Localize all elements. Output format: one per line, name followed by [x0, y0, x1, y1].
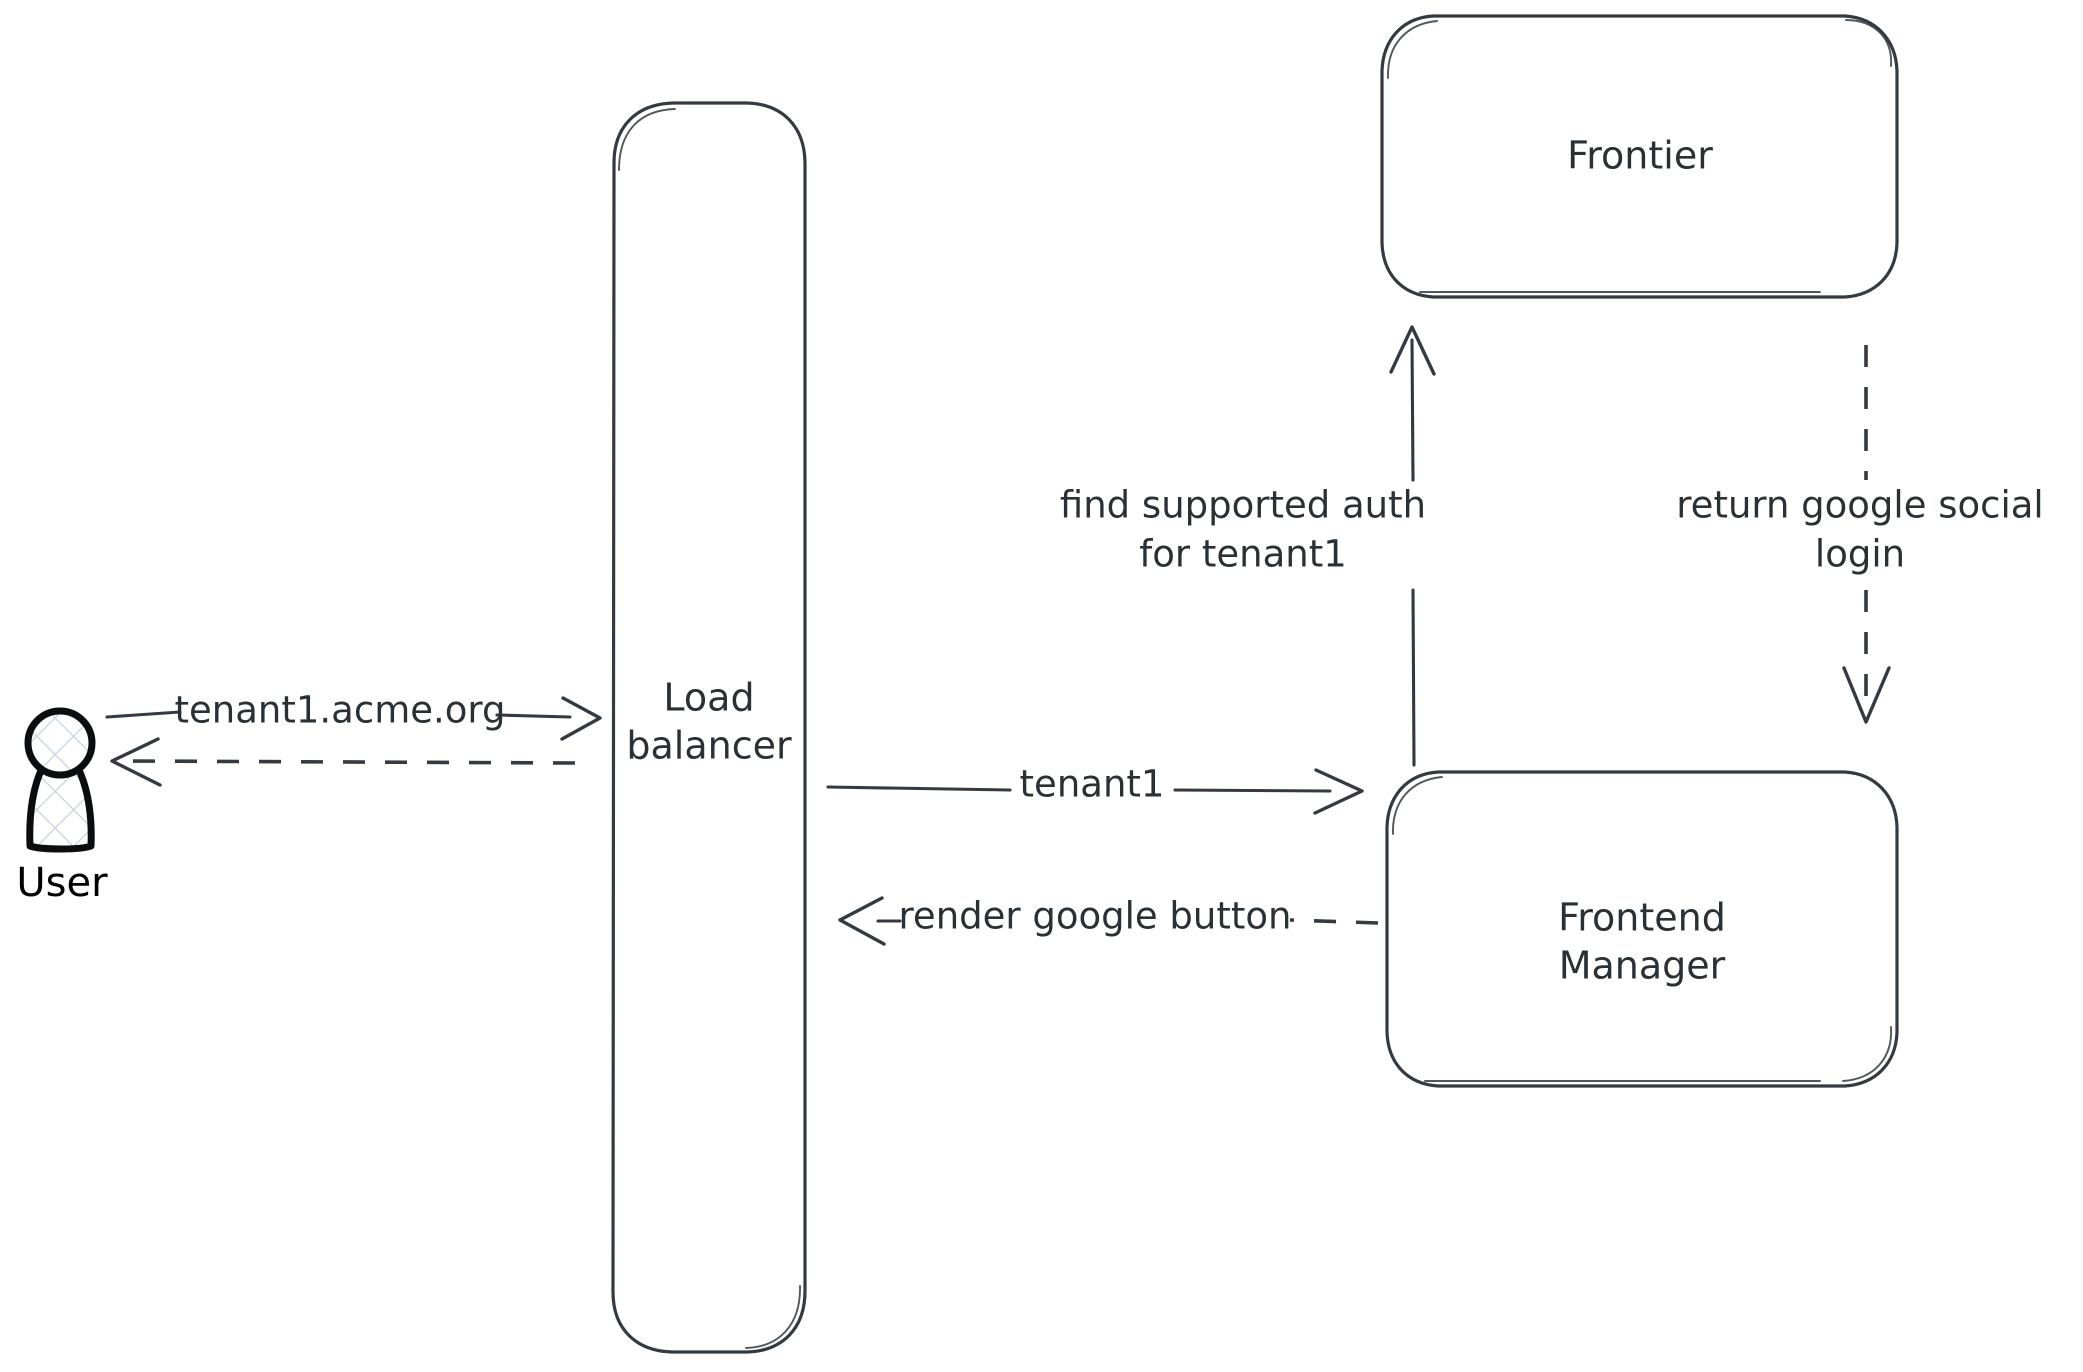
edge-fm-to-frontier-label-line1: find supported auth	[1060, 484, 1426, 527]
edge-fm-to-frontier-line-lower	[1411, 588, 1416, 767]
edge-frontend-manager-to-frontier[interactable]: find supported auth for tenant1	[1060, 325, 1436, 767]
edge-fm-to-frontier-line-upper	[1410, 338, 1415, 482]
frontend-manager-sketch-accent	[1392, 776, 1443, 835]
edge-user-to-load-balancer[interactable]: tenant1.acme.org	[105, 689, 602, 741]
frontier-sketch-accent-2	[1845, 19, 1892, 67]
frontend-manager-node[interactable]: Frontend Manager	[1385, 770, 1899, 1088]
edge-fm-to-lb-line	[1289, 918, 1379, 925]
frontend-manager-shape	[1385, 770, 1899, 1088]
frontier-label: Frontier	[1567, 134, 1713, 178]
edge-frontend-manager-to-load-balancer[interactable]: render google button	[838, 895, 1379, 946]
user-actor-label: User	[16, 860, 108, 906]
load-balancer-sketch-accent	[618, 108, 676, 171]
edge-load-balancer-to-user[interactable]	[110, 737, 576, 787]
edge-load-balancer-to-frontend-manager[interactable]: tenant1	[826, 763, 1364, 815]
edge-fm-to-lb-label: render google button	[899, 895, 1292, 938]
edge-user-to-lb-arrowhead	[560, 696, 602, 741]
edge-lb-to-fm-arrowhead	[1313, 768, 1364, 815]
load-balancer-sketch-accent-2	[745, 1285, 801, 1349]
frontend-manager-label-line2: Manager	[1559, 944, 1726, 988]
frontier-sketch-accent	[1387, 20, 1438, 79]
user-actor[interactable]: User	[16, 707, 108, 906]
edge-frontier-to-fm-arrowhead	[1842, 666, 1891, 724]
edge-frontier-to-fm-label-line2: login	[1815, 533, 1905, 576]
edge-fm-to-frontier-label-line2: for tenant1	[1139, 533, 1347, 576]
edge-lb-to-fm-label: tenant1	[1020, 763, 1165, 806]
edge-fm-to-frontier-arrowhead	[1389, 325, 1436, 376]
edge-user-to-lb-line-right	[495, 713, 572, 719]
frontier-node[interactable]: Frontier	[1380, 14, 1899, 299]
load-balancer-label-line2: balancer	[626, 724, 792, 768]
frontend-manager-label-line1: Frontend	[1558, 896, 1726, 940]
edge-user-to-lb-label: tenant1.acme.org	[175, 689, 506, 732]
edge-frontier-to-fm-label-line1: return google social	[1676, 484, 2043, 527]
frontend-manager-sketch-accent-2	[1842, 1026, 1892, 1082]
edge-frontier-to-frontend-manager[interactable]: return google social login	[1676, 345, 2044, 724]
frontier-shape	[1380, 14, 1899, 299]
edge-lb-to-fm-line-left	[826, 785, 1012, 792]
edge-lb-to-fm-line-right	[1173, 788, 1332, 793]
load-balancer-label-line1: Load	[663, 676, 754, 720]
edge-user-to-lb-line-left	[105, 710, 182, 719]
person-head-icon	[24, 707, 96, 779]
edge-lb-to-user-arrowhead	[110, 737, 162, 787]
load-balancer-shape	[611, 101, 807, 1354]
edge-fm-to-lb-arrowhead	[838, 896, 886, 946]
load-balancer-node[interactable]: Load balancer	[611, 101, 807, 1354]
edge-lb-to-user-line	[124, 759, 576, 765]
